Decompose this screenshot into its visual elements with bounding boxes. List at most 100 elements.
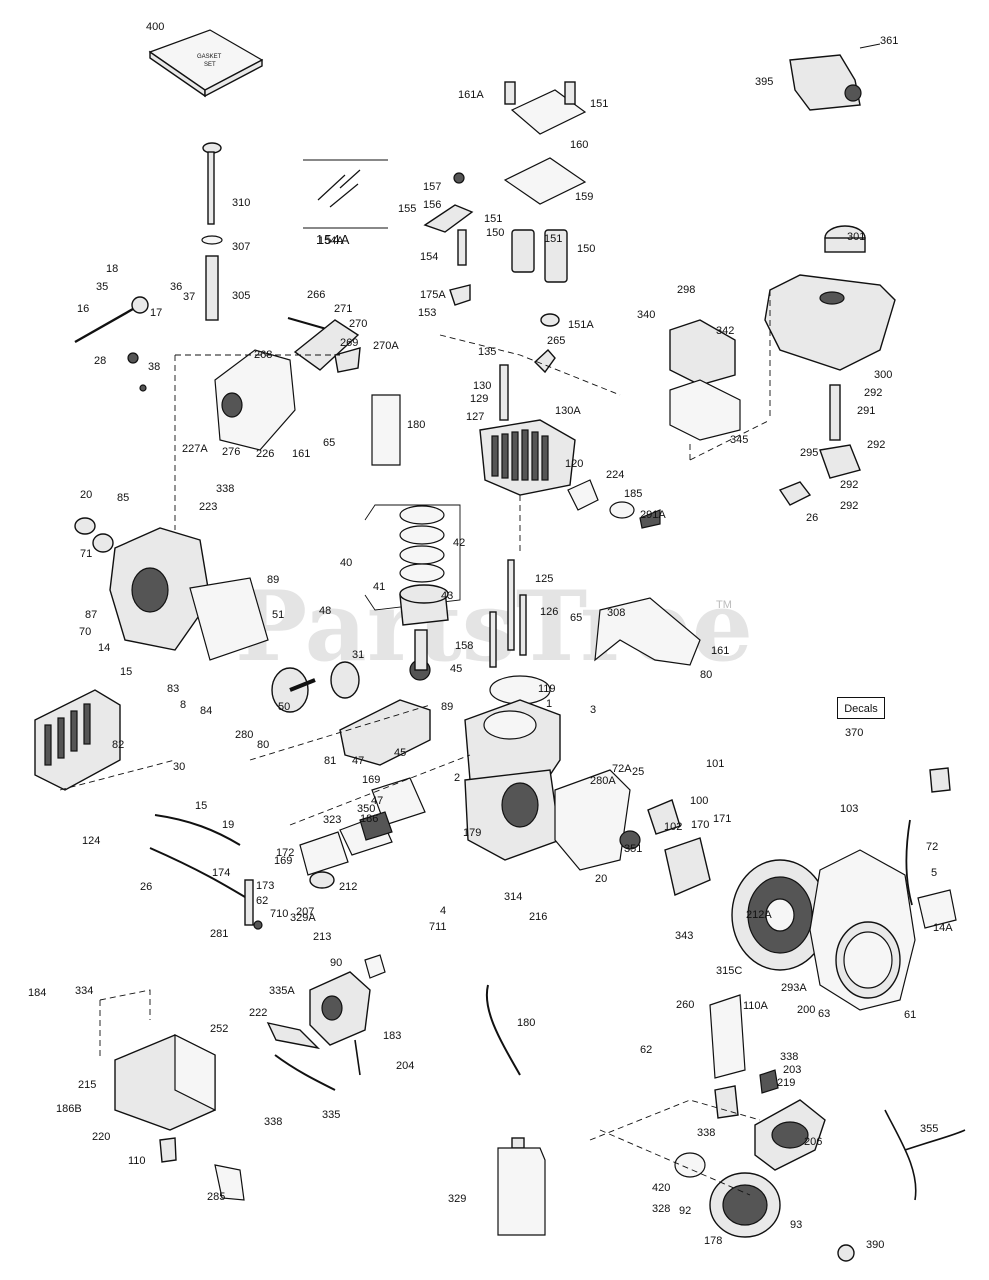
callout-171: 171 (713, 813, 731, 825)
callout-70: 70 (79, 626, 91, 638)
callout-42: 42 (453, 537, 465, 549)
callout-420: 420 (652, 1182, 670, 1194)
callout-307: 307 (232, 241, 250, 253)
callout-101: 101 (706, 758, 724, 770)
callout-212: 212 (339, 881, 357, 893)
callout-204: 204 (396, 1060, 414, 1072)
callout-26: 26 (806, 512, 818, 524)
callout-328: 328 (652, 1203, 670, 1215)
decals-button[interactable]: Decals (837, 697, 885, 719)
callout-50: 50 (278, 701, 290, 713)
callout-224: 224 (606, 469, 624, 481)
callout-395: 395 (755, 76, 773, 88)
cylinder-block (464, 675, 561, 861)
callout-178: 178 (704, 1235, 722, 1247)
callout-154: 154 (420, 251, 438, 263)
callout-203: 203 (783, 1064, 801, 1076)
callout-150: 150 (486, 227, 504, 239)
callout-338: 338 (216, 483, 234, 495)
callout-185: 185 (624, 488, 642, 500)
callout-266: 266 (307, 289, 325, 301)
callout-120: 120 (565, 458, 583, 470)
callout-291A: 291A (640, 509, 666, 521)
callout-260: 260 (676, 999, 694, 1011)
callout-151: 151 (484, 213, 502, 225)
backplate-and-ignition (554, 769, 711, 896)
callout-280: 280 (235, 729, 253, 741)
callout-298: 298 (677, 284, 695, 296)
callout-51: 51 (272, 609, 284, 621)
callout-130A: 130A (555, 405, 581, 417)
callout-102: 102 (664, 821, 682, 833)
callout-293A: 293A (781, 982, 807, 994)
callout-93: 93 (790, 1219, 802, 1231)
callout-200: 200 (797, 1004, 815, 1016)
callout-222: 222 (249, 1007, 267, 1019)
callout-65: 65 (570, 612, 582, 624)
callout-206: 206 (804, 1136, 822, 1148)
callout-1: 1 (546, 698, 552, 710)
governor-assembly-icon (789, 43, 881, 111)
callout-18: 18 (106, 263, 118, 275)
callout-20: 20 (595, 873, 607, 885)
callout-329: 329 (448, 1193, 466, 1205)
callout-207: 207 (296, 906, 314, 918)
callout-124: 124 (82, 835, 100, 847)
callout-180: 180 (407, 419, 425, 431)
callout-169: 169 (362, 774, 380, 786)
carburetor (309, 954, 386, 1076)
callout-31: 31 (352, 649, 364, 661)
callout-30: 30 (173, 761, 185, 773)
callout-175A: 175A (420, 289, 446, 301)
callout-335A: 335A (269, 985, 295, 997)
dipstick-tube (201, 142, 223, 321)
valve-cover-gasket (503, 157, 587, 205)
callout-329A: 329A (290, 912, 316, 924)
callout-84: 84 (200, 705, 212, 717)
callout-226: 226 (256, 448, 274, 460)
callout-285: 285 (207, 1191, 225, 1203)
callout-292: 292 (867, 439, 885, 451)
decals-reference-number: 370 (845, 727, 864, 739)
callout-186: 186 (360, 813, 378, 825)
callout-170: 170 (691, 819, 709, 831)
callout-15: 15 (120, 666, 132, 678)
callout-216: 216 (529, 911, 547, 923)
callout-355: 355 (920, 1123, 938, 1135)
callout-100: 100 (690, 795, 708, 807)
callout-300: 300 (874, 369, 892, 381)
callout-43: 43 (441, 590, 453, 602)
callout-219: 219 (777, 1077, 795, 1089)
callout-269: 269 (340, 337, 358, 349)
fuel-tank (764, 225, 896, 506)
callout-125: 125 (535, 573, 553, 585)
callout-184: 184 (28, 987, 46, 999)
gear-cover (214, 349, 296, 451)
callout-268: 268 (254, 349, 272, 361)
callout-62: 62 (640, 1044, 652, 1056)
callout-183: 183 (383, 1030, 401, 1042)
callout-63: 63 (818, 1008, 830, 1020)
callout-129: 129 (470, 393, 488, 405)
callout-308: 308 (607, 607, 625, 619)
rocker-and-springs (423, 172, 568, 327)
callout-48: 48 (319, 605, 331, 617)
kit-154a-label: 154A (316, 232, 351, 247)
throttle-linkage (74, 296, 149, 392)
callout-110: 110 (128, 1155, 146, 1167)
callout-223: 223 (199, 501, 217, 513)
callout-314: 314 (504, 891, 522, 903)
callout-14: 14 (98, 642, 110, 654)
callout-151: 151 (590, 98, 608, 110)
callout-265: 265 (547, 335, 565, 347)
callout-45: 45 (450, 663, 462, 675)
breather-plate (371, 394, 401, 466)
assembly-lines (174, 334, 751, 1196)
callout-271: 271 (334, 303, 352, 315)
callout-17: 17 (150, 307, 162, 319)
callout-153: 153 (418, 307, 436, 319)
cylinder-head (479, 348, 576, 496)
callout-62: 62 (256, 895, 268, 907)
callout-350: 350 (357, 803, 375, 815)
valve-cover (504, 81, 587, 135)
